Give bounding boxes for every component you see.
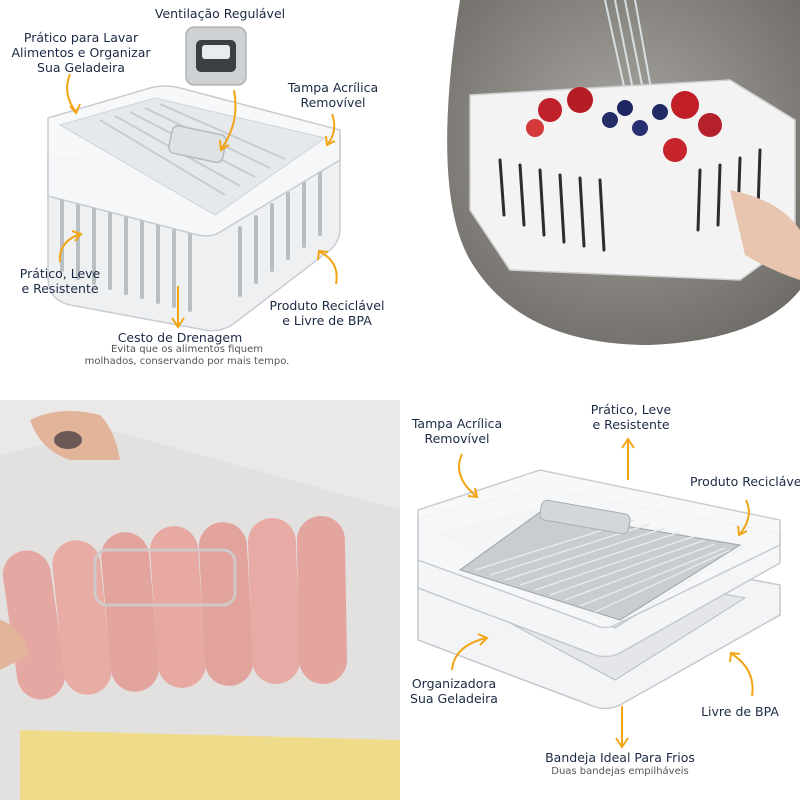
label-pratico-lavar: Prático para Lavar Alimentos e Organizar…: [11, 30, 151, 75]
photo-washing-berries: [400, 0, 800, 400]
label-ventilacao: Ventilação Regulável: [154, 6, 286, 21]
label-cesto-desc: Evita que os alimentos fiquem molhados, …: [84, 344, 290, 367]
arrow-icon: [317, 249, 338, 285]
container-illustration: [47, 26, 341, 332]
arrow-icon: [621, 437, 635, 480]
arrow-icon: [219, 89, 237, 152]
arrow-icon: [729, 651, 754, 697]
label-bandeja-desc: Duas bandejas empilháveis: [551, 766, 689, 777]
label-tampa: Tampa Acrílica Removível: [411, 416, 503, 446]
arrow-icon: [737, 499, 750, 537]
panel-container-features: Prático para Lavar Alimentos e Organizar…: [0, 0, 400, 400]
label-pratico: Prático, Leve e Resistente: [590, 402, 672, 432]
arrow-icon: [451, 633, 489, 671]
label-cesto-title: Cesto de Drenagem: [117, 330, 243, 345]
label-produto: Produto Reciclável: [690, 474, 800, 489]
label-livre: Livre de BPA: [701, 704, 779, 719]
ham-scene: [0, 400, 400, 800]
arrow-icon: [66, 73, 81, 115]
washing-scene: [447, 0, 800, 345]
label-organizadora: Organizadora Sua Geladeira: [410, 676, 498, 706]
arrow-icon: [58, 230, 83, 263]
panel-tray-features: Tampa Acrílica Removível Prático, Leve e…: [400, 400, 800, 800]
arrow-icon: [615, 706, 629, 749]
arrow-icon: [458, 453, 479, 499]
label-tampa: Tampa Acrílica Removível: [287, 80, 379, 110]
arrow-icon: [171, 286, 185, 329]
label-produto: Produto Reciclável e Livre de BPA: [269, 298, 385, 328]
label-bandeja-title: Bandeja Ideal Para Frios: [545, 750, 695, 765]
arrow-icon: [325, 113, 336, 147]
tray-illustration: [417, 469, 781, 710]
label-pratico-leve: Prático, Leve e Resistente: [19, 266, 101, 296]
photo-ham-tray: [0, 400, 400, 800]
